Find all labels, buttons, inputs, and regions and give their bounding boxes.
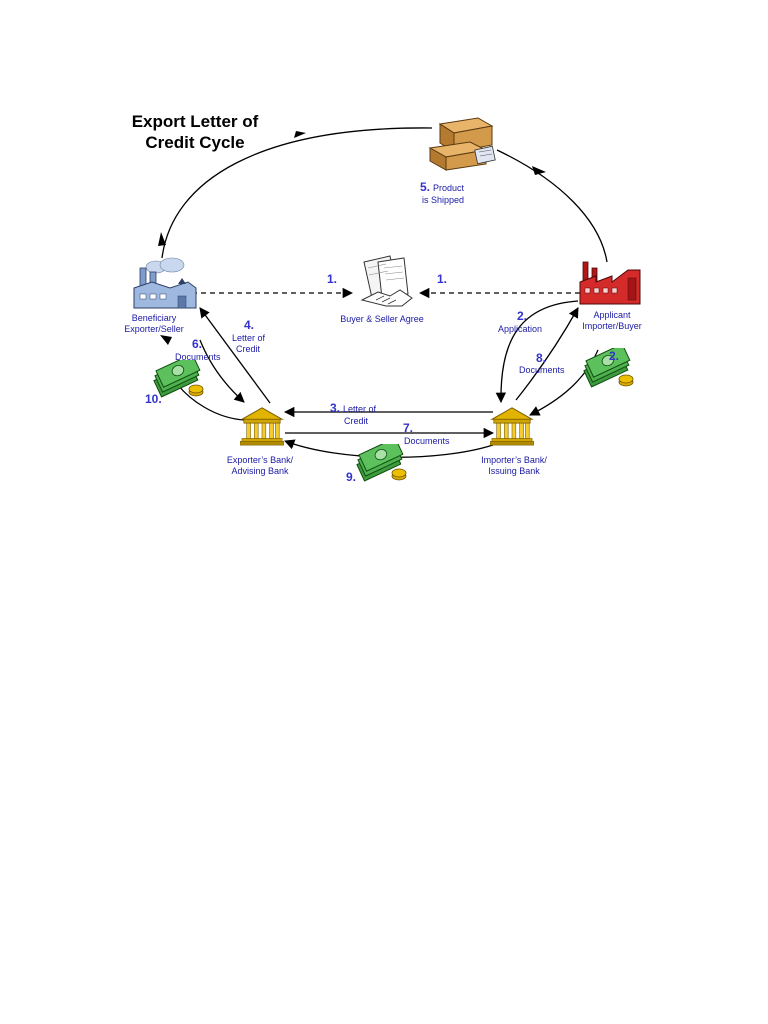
- applicant-label-line-2: Importer/Buyer: [582, 321, 642, 331]
- boxes-icon: [428, 117, 496, 171]
- beneficiary-label-line-2: Exporter/Seller: [124, 324, 184, 334]
- applicant-label-line-1: Applicant: [593, 310, 631, 320]
- step-2-label: Application: [498, 324, 542, 334]
- factory-icon: [579, 261, 641, 305]
- arrow-docs-issuing-to-applicant: [515, 307, 579, 401]
- arc-beneficiary-to-product: [161, 127, 433, 259]
- factory-icon: [133, 257, 197, 309]
- step-9-number: 9.: [346, 470, 356, 484]
- step-7-number: 7.: [403, 421, 413, 435]
- step-4-label-line-1: Letter of: [232, 333, 266, 343]
- arrow-lc-to-beneficiary: [199, 307, 271, 404]
- beneficiary-label-line-1: Beneficiary: [132, 313, 177, 323]
- bank-icon: [490, 407, 534, 446]
- title-line-2: Credit Cycle: [145, 133, 244, 152]
- arrow-payment-bank-to-beneficiary: [177, 384, 245, 421]
- step-10-number: 10.: [145, 392, 162, 406]
- money-icon: [582, 348, 634, 388]
- arc-arrowhead-right: [532, 166, 546, 175]
- step-2-number: 2.: [517, 309, 527, 323]
- handshake-icon: [360, 255, 413, 307]
- importers-bank-label-line-2: Issuing Bank: [488, 466, 540, 476]
- arc-arrowhead-top: [294, 131, 306, 138]
- exporters-bank-label-line-1: Exporter’s Bank/: [227, 455, 294, 465]
- arrowhead-payment-beneficiary: [160, 335, 172, 345]
- title-line-1: Export Letter of: [132, 112, 259, 131]
- step-3-label-line-2: Credit: [344, 416, 369, 426]
- money-icon: [355, 444, 407, 482]
- step-6-label: Documents: [175, 352, 221, 362]
- step-3-label: 3.Letter of: [330, 401, 377, 415]
- step-8-number: 8.: [536, 351, 546, 365]
- step-6-number: 6.: [192, 337, 202, 351]
- step-4-label-line-2: Credit: [236, 344, 261, 354]
- arrow-application-to-issuing: [495, 300, 579, 404]
- arrow-docs-beneficiary-to-bank: [199, 339, 245, 403]
- agreement-label: Buyer & Seller Agree: [340, 314, 424, 324]
- step-1-left-number: 1.: [327, 272, 337, 286]
- step-5-label: 5.Product: [420, 180, 465, 194]
- step-4-number: 4.: [244, 318, 254, 332]
- bank-icon: [240, 407, 284, 446]
- arc-arrowhead-left: [158, 232, 166, 246]
- exporters-bank-label-line-2: Advising Bank: [231, 466, 289, 476]
- step-1-right-number: 1.: [437, 272, 447, 286]
- step-7-label: Documents: [404, 436, 450, 446]
- step-8-label: Documents: [519, 365, 565, 375]
- step-2-money-number: 2.: [609, 349, 619, 363]
- step-5-label-line-2: is Shipped: [422, 195, 464, 205]
- arc-product-to-applicant: [496, 149, 608, 263]
- importers-bank-label-line-1: Importer’s Bank/: [481, 455, 547, 465]
